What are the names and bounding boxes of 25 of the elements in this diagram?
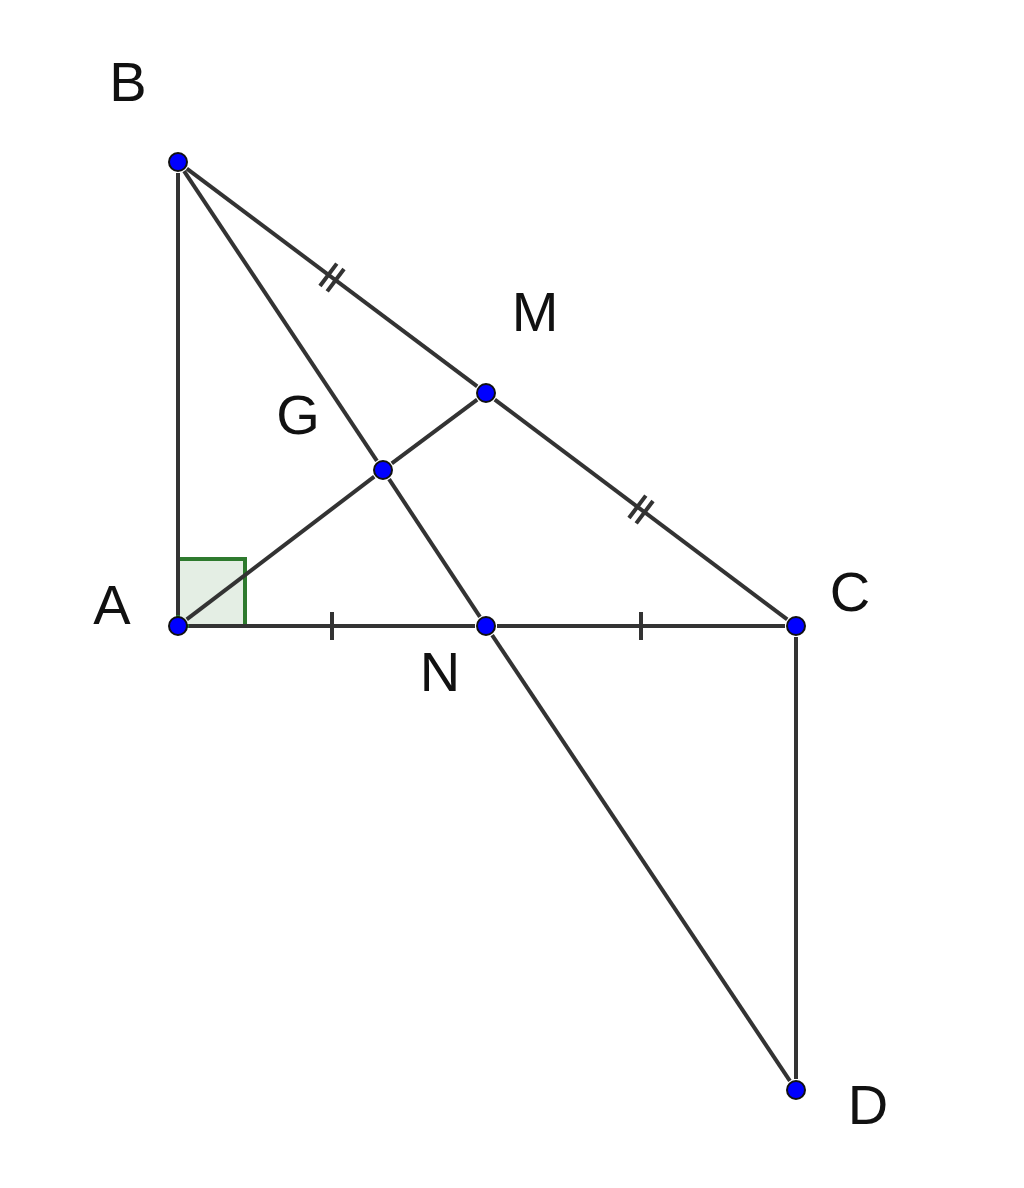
point-label: C xyxy=(829,564,871,620)
point-label: N xyxy=(419,644,461,700)
line-segment xyxy=(390,398,479,465)
line-segment xyxy=(185,167,479,388)
point-dot xyxy=(373,460,393,480)
point-dot xyxy=(786,616,806,636)
line-segment xyxy=(497,624,785,628)
point-label: A xyxy=(93,577,131,633)
point-label: B xyxy=(109,54,147,110)
line-segment xyxy=(176,173,180,615)
line-segment xyxy=(493,398,789,621)
point-dot xyxy=(476,616,496,636)
point-label: D xyxy=(847,1077,889,1133)
line-segment xyxy=(387,478,482,618)
line-segment xyxy=(182,170,379,462)
line-segment xyxy=(794,637,798,1079)
line-segment xyxy=(189,624,475,628)
point-dot xyxy=(476,383,496,403)
point-label: M xyxy=(511,284,559,340)
point-dot xyxy=(786,1080,806,1100)
line-segment xyxy=(490,634,792,1082)
point-dot xyxy=(168,616,188,636)
point-label: G xyxy=(276,387,320,443)
point-dot xyxy=(168,152,188,172)
line-segment xyxy=(185,475,376,621)
